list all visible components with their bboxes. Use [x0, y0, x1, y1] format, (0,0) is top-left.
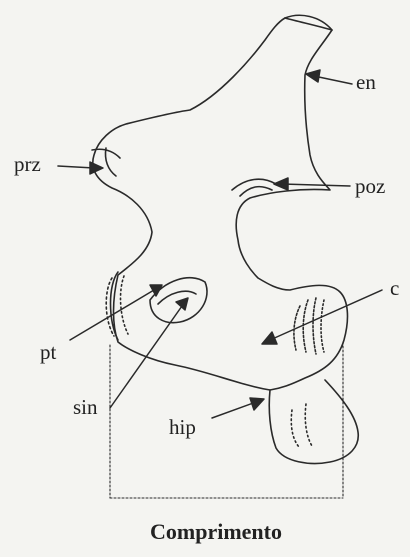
hypapophysis-texture-2	[305, 404, 312, 446]
arrow-hip	[212, 398, 264, 418]
label-prz: prz	[14, 154, 41, 175]
arrow-sin	[110, 298, 188, 408]
label-pt: pt	[40, 342, 56, 363]
label-en: en	[356, 72, 376, 93]
vertebra-outline	[93, 15, 348, 390]
length-bracket	[110, 342, 343, 498]
arrow-prz	[58, 162, 103, 174]
centrum-ridge-3	[313, 298, 316, 354]
label-c: c	[390, 278, 399, 299]
centrum-ridge-2	[303, 300, 308, 352]
label-sin: sin	[73, 397, 98, 418]
label-hip: hip	[169, 417, 196, 438]
hypapophysis-outline	[269, 380, 358, 463]
centrum-ridge-4	[321, 300, 324, 352]
arrow-en	[306, 70, 352, 84]
caption-comprimento: Comprimento	[150, 521, 282, 543]
arrow-poz	[274, 178, 350, 190]
hypapophysis-texture-1	[291, 410, 300, 448]
label-poz: poz	[355, 176, 385, 197]
pt-articular-2	[121, 276, 128, 334]
